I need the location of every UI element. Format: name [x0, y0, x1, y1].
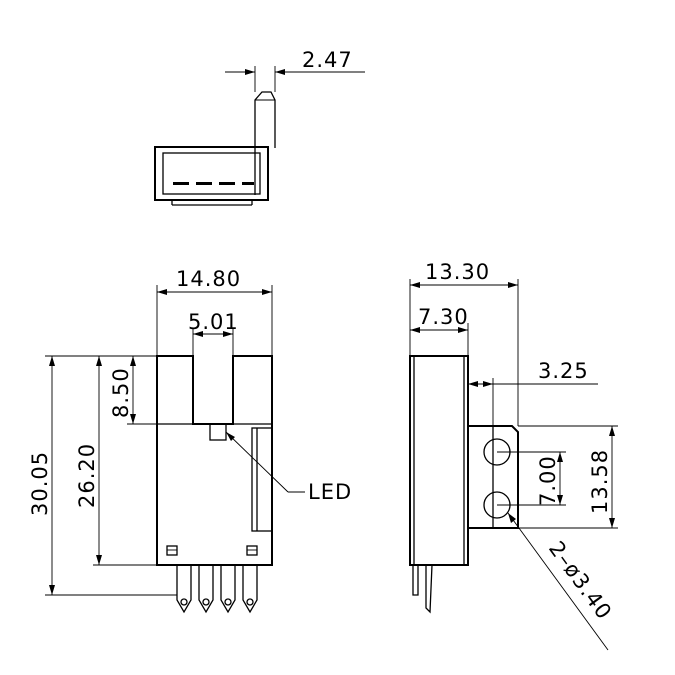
dim-lead-width: 2.47	[302, 48, 353, 72]
dim-hole-pitch: 7.00	[536, 455, 560, 506]
dim-hole-spec: 2–ø3.40	[544, 537, 617, 624]
dim-overall-height: 30.05	[28, 451, 52, 516]
dim-slot-depth: 8.50	[109, 367, 133, 418]
dim-flange-height: 13.58	[588, 449, 612, 514]
led-label: LED	[308, 480, 352, 504]
front-view: 14.80 5.01 8.50 26.20 30.05 LED	[28, 267, 352, 614]
side-view: 13.30 7.30 3.25 7.00 13.58 2–ø3.40	[409, 260, 618, 651]
dim-overall-width: 14.80	[176, 267, 241, 291]
dim-body-height: 26.20	[75, 443, 99, 508]
dim-body-depth: 7.30	[418, 305, 469, 329]
dim-slot-width: 5.01	[188, 310, 239, 334]
dim-mount-offset: 3.25	[538, 359, 589, 383]
top-view: 2.47	[154, 48, 365, 206]
dim-side-depth: 13.30	[425, 260, 490, 284]
pin-slots	[173, 182, 254, 185]
front-pins	[176, 565, 258, 614]
